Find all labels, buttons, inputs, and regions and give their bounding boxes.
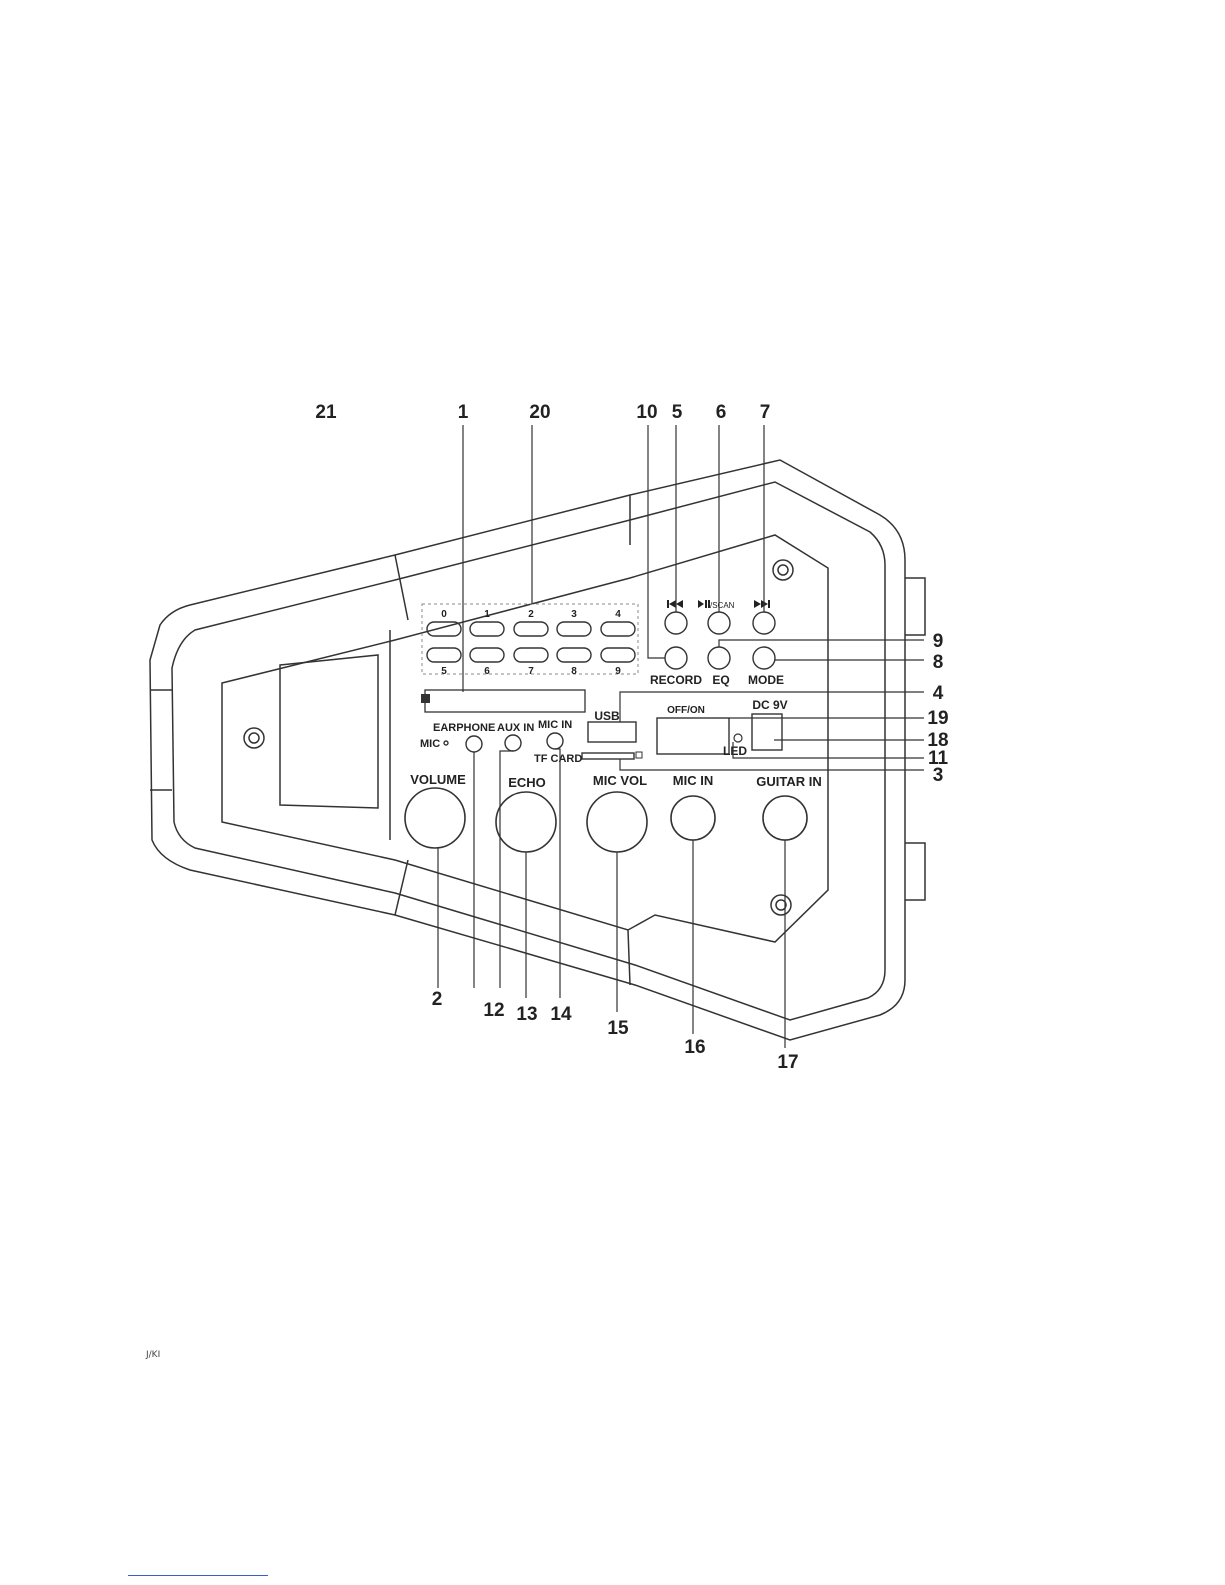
callout-16: 16 xyxy=(684,1037,705,1058)
callout-13: 13 xyxy=(516,1004,537,1025)
play-scan-button[interactable] xyxy=(708,612,730,634)
play-pause-icon xyxy=(698,600,710,608)
mic-vol-knob[interactable] xyxy=(587,792,647,852)
key-label-8: 8 xyxy=(571,666,577,677)
callout-10: 10 xyxy=(636,402,657,423)
eq-label: EQ xyxy=(712,673,729,687)
leader-lines xyxy=(438,425,924,1048)
callout-20: 20 xyxy=(529,402,550,423)
key-label-6: 6 xyxy=(484,666,490,677)
key-label-7: 7 xyxy=(528,666,534,677)
power-switch[interactable] xyxy=(657,718,729,754)
mic-in-label: MIC IN xyxy=(673,773,713,788)
mic-in-jack[interactable] xyxy=(671,796,715,840)
guitar-in-label: GUITAR IN xyxy=(756,774,821,789)
keypad-button-1[interactable] xyxy=(470,622,504,636)
callout-8: 8 xyxy=(933,652,944,673)
callout-1: 1 xyxy=(458,402,469,423)
keypad-button-9[interactable] xyxy=(601,648,635,662)
callout-21: 21 xyxy=(315,402,337,423)
skip-next-icon xyxy=(754,600,770,608)
eq-button[interactable] xyxy=(708,647,730,669)
callout-5: 5 xyxy=(672,402,683,423)
callout-17: 17 xyxy=(777,1052,798,1073)
callout-9: 9 xyxy=(933,631,944,652)
mic-vol-label: MIC VOL xyxy=(593,773,647,788)
callout-3: 3 xyxy=(933,765,944,786)
next-button[interactable] xyxy=(753,612,775,634)
earphone-jack[interactable] xyxy=(466,736,482,752)
usb-port[interactable] xyxy=(588,722,636,742)
aux-in-jack[interactable] xyxy=(505,735,521,751)
mic-in-small-label: MIC IN xyxy=(538,719,572,731)
key-label-5: 5 xyxy=(441,666,447,677)
footer-mark: J/KI xyxy=(146,1350,160,1360)
callout-6: 6 xyxy=(716,402,727,423)
scan-label: /SCAN xyxy=(710,601,735,610)
offon-label: OFF/ON xyxy=(667,705,705,716)
keypad-button-3[interactable] xyxy=(557,622,591,636)
callout-7: 7 xyxy=(760,402,771,423)
mic-pinhole xyxy=(444,741,448,745)
callout-19: 19 xyxy=(927,708,948,729)
mic-label: MIC xyxy=(420,738,440,750)
lcd-display xyxy=(425,690,585,712)
callout-2: 2 xyxy=(432,989,443,1010)
record-button[interactable] xyxy=(665,647,687,669)
tf-card-icon xyxy=(636,752,642,758)
callout-14: 14 xyxy=(550,1004,572,1025)
keypad-button-6[interactable] xyxy=(470,648,504,662)
key-label-0: 0 xyxy=(441,609,447,620)
dc-label: DC 9V xyxy=(752,698,787,712)
tf-card-label: TF CARD xyxy=(534,753,582,765)
key-label-2: 2 xyxy=(528,609,534,620)
keypad-buttons xyxy=(427,622,635,662)
skip-previous-icon xyxy=(667,600,683,608)
usb-label: USB xyxy=(594,709,620,723)
keypad-button-4[interactable] xyxy=(601,622,635,636)
key-label-3: 3 xyxy=(571,609,577,620)
led-label: LED xyxy=(723,744,747,758)
led-indicator xyxy=(734,734,742,742)
keypad-button-7[interactable] xyxy=(514,648,548,662)
key-label-9: 9 xyxy=(615,666,621,677)
callout-12: 12 xyxy=(483,1000,504,1021)
device-housing xyxy=(150,460,925,1040)
volume-label: VOLUME xyxy=(410,772,466,787)
key-label-1: 1 xyxy=(484,609,490,620)
prev-button[interactable] xyxy=(665,612,687,634)
keypad-button-2[interactable] xyxy=(514,622,548,636)
dc-9v-jack[interactable] xyxy=(752,714,782,750)
aux-in-label: AUX IN xyxy=(497,722,534,734)
record-label: RECORD xyxy=(650,673,702,687)
echo-label: ECHO xyxy=(508,775,546,790)
key-label-4: 4 xyxy=(615,609,621,620)
echo-knob[interactable] xyxy=(496,792,556,852)
callout-4: 4 xyxy=(933,683,944,704)
keypad-button-8[interactable] xyxy=(557,648,591,662)
footer-rule xyxy=(128,1575,268,1576)
volume-knob[interactable] xyxy=(405,788,465,848)
guitar-in-jack[interactable] xyxy=(763,796,807,840)
earphone-label: EARPHONE xyxy=(433,722,495,734)
mic-in-small-jack[interactable] xyxy=(547,733,563,749)
keypad-button-5[interactable] xyxy=(427,648,461,662)
callout-15: 15 xyxy=(607,1018,629,1039)
ir-sensor-icon xyxy=(421,694,430,703)
mode-button[interactable] xyxy=(753,647,775,669)
mode-label: MODE xyxy=(748,673,784,687)
tf-card-slot[interactable] xyxy=(582,753,634,759)
